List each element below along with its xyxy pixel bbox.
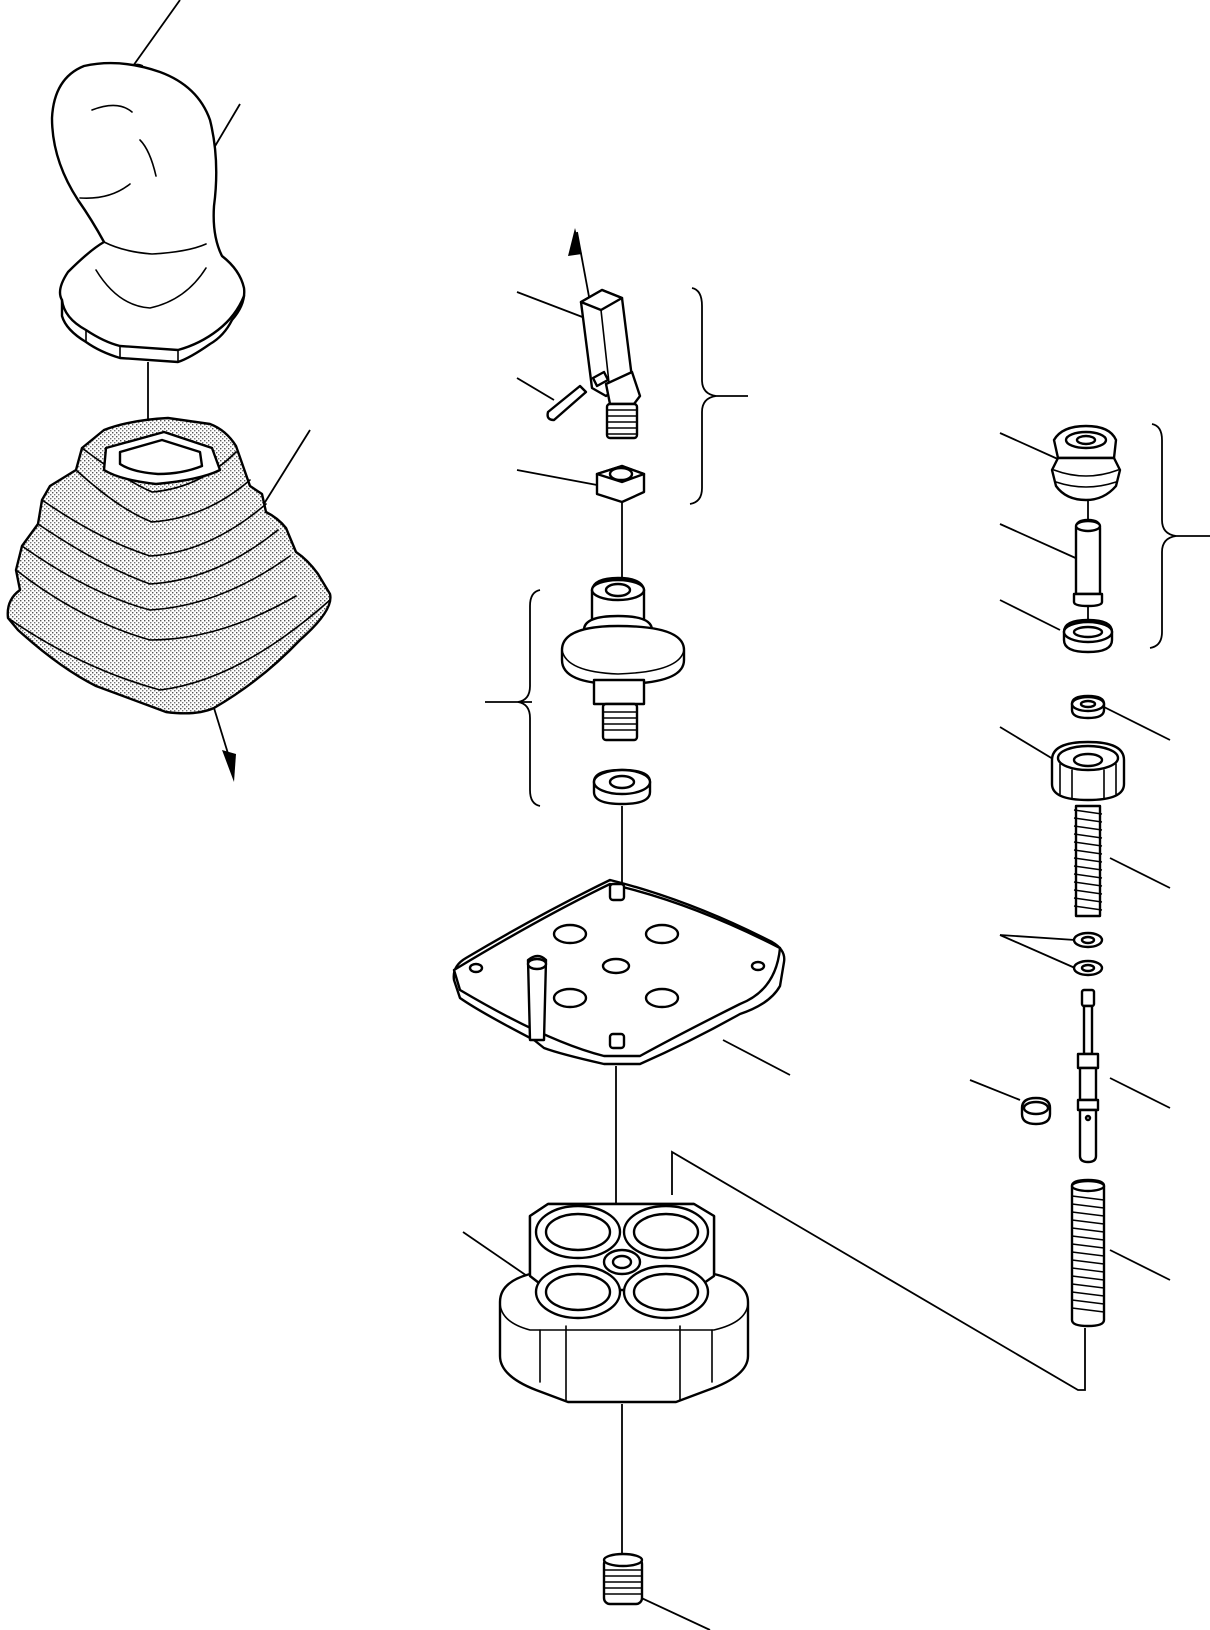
grouping-braces — [517, 287, 1210, 807]
shims — [1072, 931, 1104, 977]
adapter-joint — [568, 228, 642, 440]
plate — [452, 878, 786, 1230]
collar — [1020, 1096, 1052, 1126]
piston — [1072, 518, 1104, 608]
washer — [592, 768, 652, 952]
body — [498, 1202, 750, 1558]
plug — [602, 1552, 644, 1606]
retainer — [1050, 740, 1126, 802]
valve-stem — [1076, 988, 1100, 1164]
plug-seal-assembly — [1050, 424, 1122, 502]
boot — [6, 416, 332, 782]
nut — [595, 464, 646, 580]
metering-spring — [1070, 1178, 1106, 1328]
seal-ring — [1062, 618, 1114, 654]
universal-joint — [560, 576, 686, 742]
return-spring — [1073, 804, 1103, 918]
pin — [546, 384, 588, 422]
leader-lines — [132, 0, 1171, 1630]
lever-knob — [50, 61, 246, 430]
retainer-washer — [1070, 694, 1106, 720]
